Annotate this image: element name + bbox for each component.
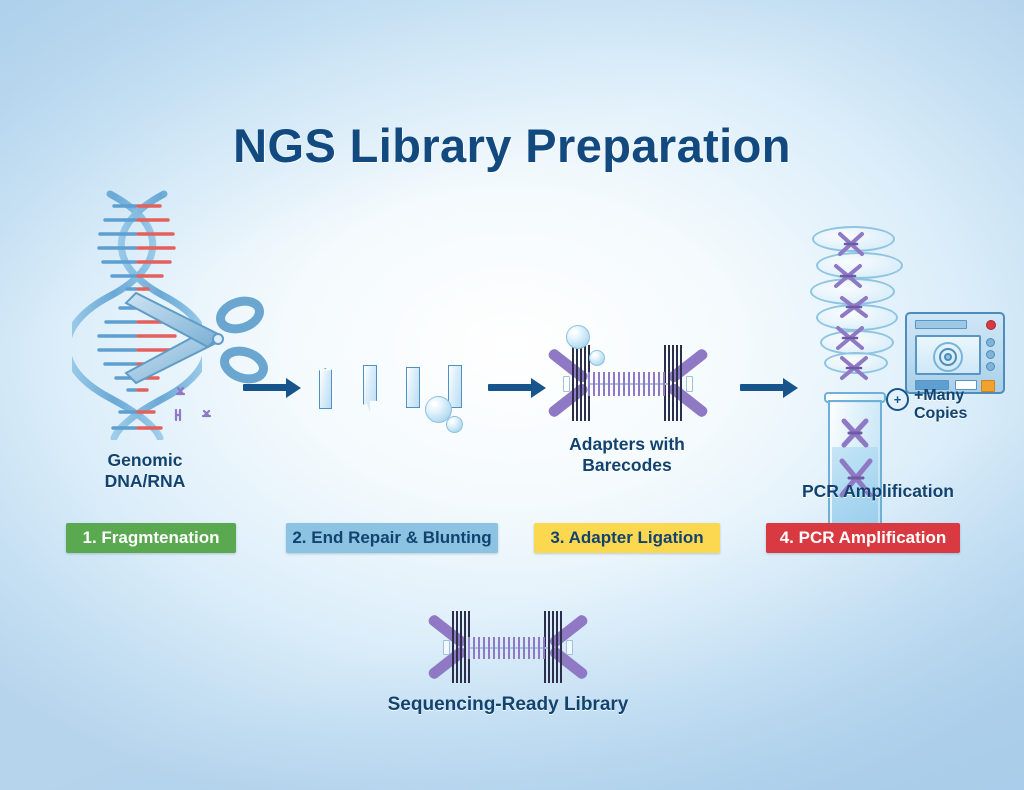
caption-sequencing-ready-text: Sequencing-Ready Library [387, 694, 629, 715]
caption-adapters-line2: Barecodes [582, 455, 672, 476]
bubble-icon [589, 350, 605, 366]
page-title: NGS Library Preparation [233, 119, 791, 172]
fragment-endcap [443, 640, 450, 655]
caption-sequencing-ready-library: Sequencing-Ready Library [358, 693, 658, 716]
many-copies-text: +Many Copies [914, 387, 994, 424]
dna-insert-icon [468, 637, 548, 659]
caption-adapters-line1: Adapters with [569, 434, 685, 454]
step-label-fragmentation-text: 1. Fragmtenation [82, 528, 220, 547]
caption-pcr-amplification: PCR Amplification [778, 481, 978, 502]
adapter-construct-step3 [546, 340, 710, 426]
arrow-step2-to-step3 [488, 378, 546, 398]
bubble-icon [566, 325, 590, 349]
library-molecules-in-tube [836, 415, 878, 535]
step-label-adapter-ligation-text: 3. Adapter Ligation [550, 528, 704, 547]
dna-specks-icon [168, 380, 238, 425]
fragment-endcap [566, 640, 573, 655]
dna-insert-icon [588, 372, 668, 396]
step-label-end-repair-text: 2. End Repair & Blunting [292, 528, 492, 547]
arrow-step1-to-step2 [243, 378, 301, 398]
caption-pcr-line1: PCR Amplification [802, 481, 954, 501]
step-label-adapter-ligation[interactable]: 3. Adapter Ligation [534, 523, 720, 553]
bubble-icon [446, 416, 463, 433]
many-copies-line1: +Many [914, 387, 965, 404]
sequencing-ready-construct [426, 607, 590, 687]
caption-genomic-line1: Genomic [107, 450, 183, 470]
plus-copies-badge-icon: + [886, 388, 909, 411]
many-copies-line2: Copies [914, 405, 968, 423]
caption-genomic-dna: Genomic DNA/RNA [45, 450, 245, 493]
step-label-pcr-amplification[interactable]: 4. PCR Amplification [766, 523, 960, 553]
caption-genomic-line2: DNA/RNA [104, 471, 186, 492]
bubble-icon [425, 396, 452, 423]
caption-adapters: Adapters with Barecodes [527, 434, 727, 477]
thermal-cycler-icon [905, 312, 1005, 394]
amplified-molecules-icon [826, 228, 896, 393]
fragment-endcap [686, 376, 693, 392]
arrow-step3-to-step4 [740, 378, 798, 398]
step-label-fragmentation[interactable]: 1. Fragmtenation [66, 523, 236, 553]
step-label-end-repair[interactable]: 2. End Repair & Blunting [286, 523, 498, 553]
scissors-icon [120, 285, 270, 400]
fragment-endcap [563, 376, 570, 392]
dna-helix-icon [63, 190, 211, 442]
plus-glyph: + [893, 392, 902, 407]
step-label-pcr-amplification-text: 4. PCR Amplification [779, 528, 947, 547]
